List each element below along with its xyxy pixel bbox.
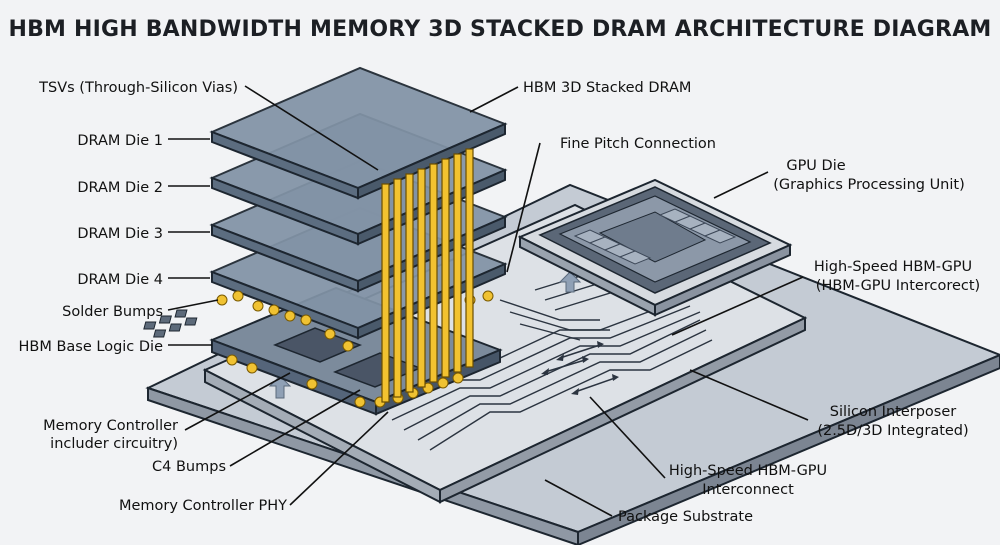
gpu-die bbox=[517, 178, 793, 317]
label-high-speed-top-sub: (HBM-GPU Intercorect) bbox=[816, 278, 980, 294]
tsv-columns bbox=[381, 148, 474, 403]
labels: TSVs (Through-Silicon Vias) DRAM Die 1 D… bbox=[18, 80, 980, 525]
label-hbm-3d-stacked-dram: HBM 3D Stacked DRAM bbox=[523, 80, 691, 96]
label-dram-die-4: DRAM Die 4 bbox=[77, 272, 163, 288]
label-gpu-die: GPU Die bbox=[786, 158, 845, 174]
label-dram-die-1: DRAM Die 1 bbox=[77, 133, 163, 149]
label-memory-controller: Memory Controller bbox=[43, 418, 178, 434]
label-package-substrate: Package Substrate bbox=[618, 509, 753, 525]
label-dram-die-3: DRAM Die 3 bbox=[77, 226, 163, 242]
dram-die-1 bbox=[209, 66, 508, 200]
label-memory-controller-phy: Memory Controller PHY bbox=[119, 498, 287, 514]
label-high-speed-bottom-sub: Interconnect bbox=[702, 482, 794, 498]
diagram-title: HBM HIGH BANDWIDTH MEMORY 3D STACKED DRA… bbox=[8, 17, 991, 42]
label-silicon-interposer-sub: (2.5D/3D Integrated) bbox=[817, 423, 968, 439]
label-solder-bumps: Solder Bumps bbox=[62, 304, 163, 320]
label-memory-controller-sub: includer circuitry) bbox=[50, 436, 178, 452]
data-flow-arrows bbox=[541, 341, 619, 395]
label-dram-die-2: DRAM Die 2 bbox=[77, 180, 163, 196]
label-silicon-interposer: Silicon Interposer bbox=[830, 404, 957, 420]
label-gpu-die-sub: (Graphics Processing Unit) bbox=[773, 177, 965, 193]
label-fine-pitch-connection: Fine Pitch Connection bbox=[560, 136, 716, 152]
c4-bumps bbox=[226, 354, 464, 408]
label-high-speed-bottom: High-Speed HBM-GPU bbox=[669, 463, 827, 479]
solder-bumps bbox=[216, 290, 494, 352]
label-hbm-base-logic-die: HBM Base Logic Die bbox=[18, 339, 163, 355]
label-c4-bumps: C4 Bumps bbox=[152, 459, 226, 475]
leader-lines bbox=[167, 85, 809, 517]
label-high-speed-top: High-Speed HBM-GPU bbox=[814, 259, 972, 275]
label-tsvs: TSVs (Through-Silicon Vias) bbox=[38, 80, 238, 96]
